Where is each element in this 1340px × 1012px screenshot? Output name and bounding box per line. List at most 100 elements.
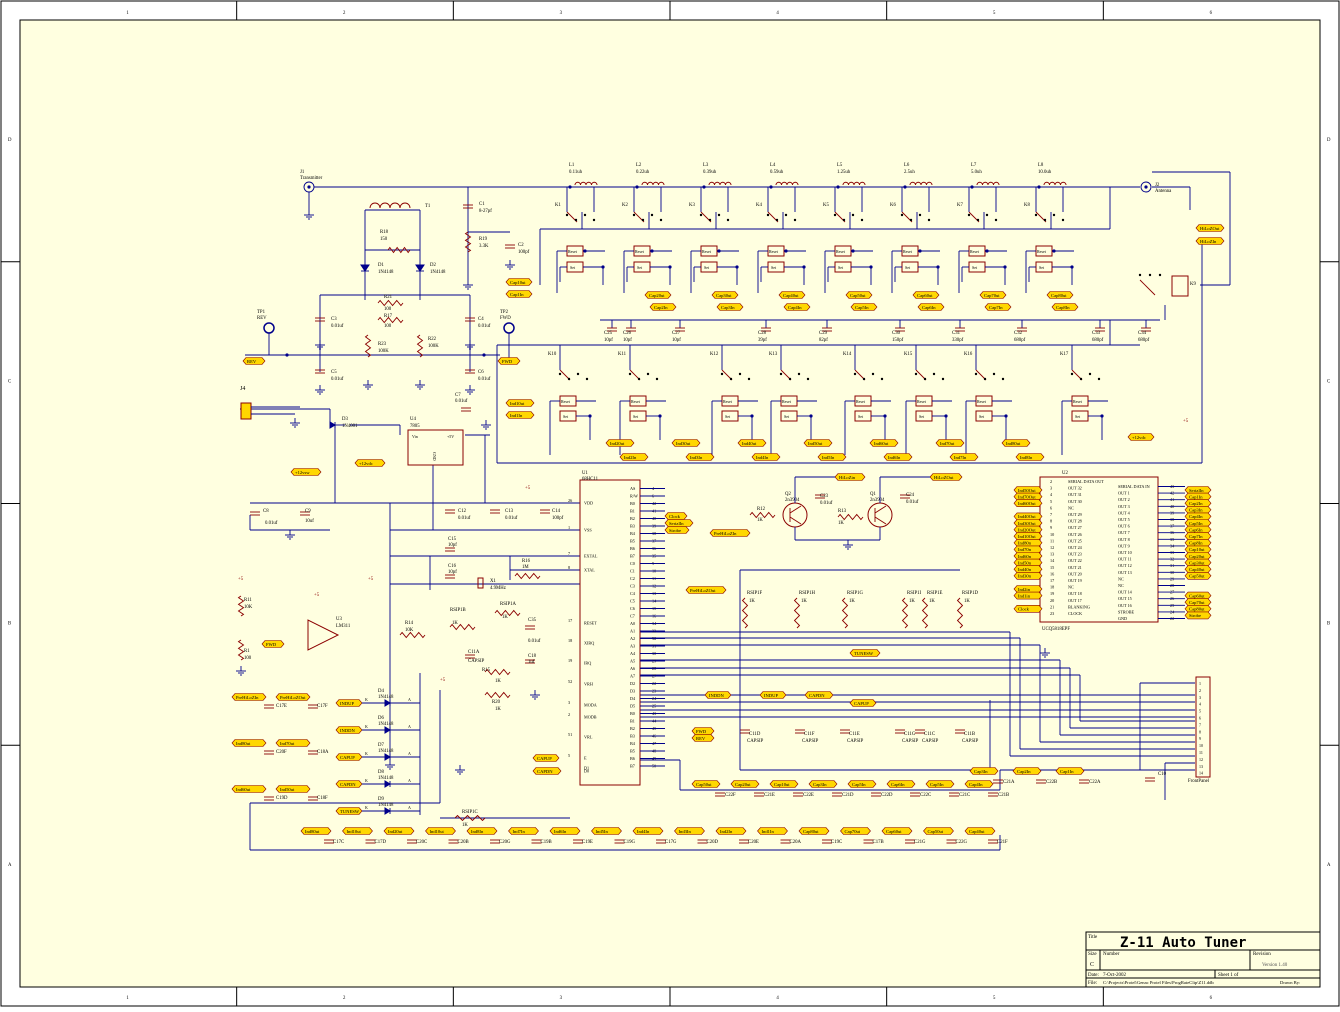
net-label-text: Ind60n — [1018, 554, 1032, 559]
relay-ref: K16 — [964, 352, 973, 357]
capsip-value: CAPSIP — [962, 739, 979, 744]
junction-dot — [1003, 265, 1007, 269]
capacitor-symbol — [525, 625, 535, 630]
capacitor-value: 10pf — [604, 338, 613, 343]
resistor-symbol — [837, 513, 864, 521]
junction-dot — [769, 185, 773, 189]
rsip1a-value: 1K — [502, 615, 508, 620]
inductor-coil — [708, 181, 732, 186]
control-bus — [249, 569, 1195, 851]
capacitor-symbol — [1145, 777, 1155, 782]
u3-ref: U3 — [336, 617, 342, 622]
c16-value: 10pf — [448, 570, 457, 575]
rsip-value: 1K — [964, 599, 970, 604]
u1-pin-name: A1 — [630, 629, 635, 634]
ground-symbol — [315, 385, 325, 395]
diode-k-pin: K — [365, 778, 368, 783]
capacitor-symbol — [1036, 779, 1046, 784]
diode-a-pin: A — [408, 751, 411, 756]
hiloz-in-label: HiLoZIn — [1195, 237, 1225, 245]
capacitor-symbol — [490, 839, 500, 844]
junction-dot — [1037, 185, 1041, 189]
net-label-text: CAPDN — [340, 782, 356, 787]
net-label: Ind7In — [949, 453, 979, 461]
inductor-coil — [775, 181, 799, 186]
capacitor-ref: C19C — [831, 840, 842, 845]
net-label-text: Ind70Out — [1018, 494, 1036, 499]
net-label-text: Ind60ut — [236, 787, 251, 792]
capacitor-ref: C32 — [1014, 331, 1023, 336]
rsip-ref: RSIP1E — [927, 591, 943, 596]
inductor-coil — [641, 181, 665, 186]
relay-set-label: Set — [704, 265, 710, 270]
capacitor-symbol — [988, 839, 998, 844]
u1-pin-name: C4 — [630, 591, 636, 596]
net-label: Cap80ut — [798, 827, 830, 835]
c7-ref: C7 — [455, 393, 461, 398]
junction-dot — [750, 414, 754, 418]
j5-pin-number: 2 — [1199, 688, 1201, 693]
rsip1b-ref: RSIP1B — [450, 608, 466, 613]
q1-ref: Q1 — [870, 492, 876, 497]
junction-dot — [668, 265, 672, 269]
capacitor-ref: C31 — [952, 331, 961, 336]
capacitor-symbol — [832, 792, 842, 797]
diode-k-pin: K — [365, 697, 368, 702]
u2-body — [1039, 476, 1159, 623]
net-label: Cap50ut — [845, 291, 873, 299]
net-label-text: Cap70ut — [1189, 600, 1205, 605]
capacitor-ref: C22E — [803, 793, 814, 798]
bottom-cap-row-1: Cap50utC22FCap20utC21ECap10utC22ECap3InC… — [691, 767, 1167, 798]
net-label-text: Cap2In — [1017, 769, 1031, 774]
inductor-coil — [842, 181, 866, 186]
r16-ref: R16 — [522, 559, 531, 564]
net-label: Cap3In — [1184, 505, 1212, 514]
u4-out-pin: +5V — [447, 434, 454, 439]
column-number-top: 6 — [1210, 11, 1213, 16]
size-value: C — [1090, 962, 1094, 968]
net-label-text: Ind2In — [624, 455, 637, 460]
u2-pin-name: OUT 2 — [1118, 497, 1130, 502]
r23-ref: R23 — [378, 342, 387, 347]
capacitor-value: 680pf — [1138, 338, 1150, 343]
net-label: Ind50ut — [803, 439, 833, 447]
net-label-text: Ind1in — [1018, 593, 1031, 598]
net-label-text: Cap50ut — [696, 782, 712, 787]
net-label: Ind70Out — [1013, 492, 1043, 501]
net-label: Cap50ut — [1184, 571, 1212, 580]
net-label-text: Cap40ut — [783, 293, 799, 298]
diode-symbol — [415, 264, 425, 272]
c6-value: 0.01uf — [478, 377, 491, 382]
resistor-symbol — [484, 691, 511, 699]
resistor-symbol — [484, 668, 511, 676]
net-label-text: Cap30ut — [1189, 560, 1205, 565]
relay-reset-label: Reset — [631, 399, 641, 404]
net-label-text: Cap30ut — [716, 293, 732, 298]
u1-pin-name: R/W — [630, 494, 638, 499]
relay-ref: K8 — [1024, 203, 1030, 208]
capacitor-symbol — [761, 327, 771, 332]
capacitor-symbol — [264, 750, 274, 755]
c11a-value: CAPSIP — [468, 659, 485, 664]
capacitor-symbol — [697, 839, 708, 844]
u1-pin-name: VDD — [584, 501, 593, 506]
tp2-ref: TP2 — [500, 310, 509, 315]
net-label: Ind5In — [591, 827, 622, 835]
diode-k-pin: K — [365, 805, 368, 810]
junction-dot — [1144, 185, 1148, 189]
u1-rev-label: REV — [691, 734, 715, 742]
net-label-text: Ind80ut — [236, 741, 251, 746]
tunesw-net-label: TUNESW — [849, 649, 881, 657]
net-label-text: Cap2In — [1189, 501, 1203, 506]
net-label-text: Ind1In — [510, 413, 523, 418]
j5-name: FrontPanel — [1188, 779, 1210, 784]
net-label-text: Cap60ut — [917, 293, 933, 298]
junction-dot — [784, 249, 788, 253]
r23-value: 100K — [378, 349, 389, 354]
capacitor-ref: C33 — [1092, 331, 1101, 336]
r18-ref: R18 — [380, 230, 389, 235]
tp2-name: FWD — [500, 316, 511, 321]
u1-pin-name: C1 — [630, 569, 635, 574]
inductor-ref: L2 — [636, 163, 642, 168]
j2-connector — [1140, 181, 1152, 193]
